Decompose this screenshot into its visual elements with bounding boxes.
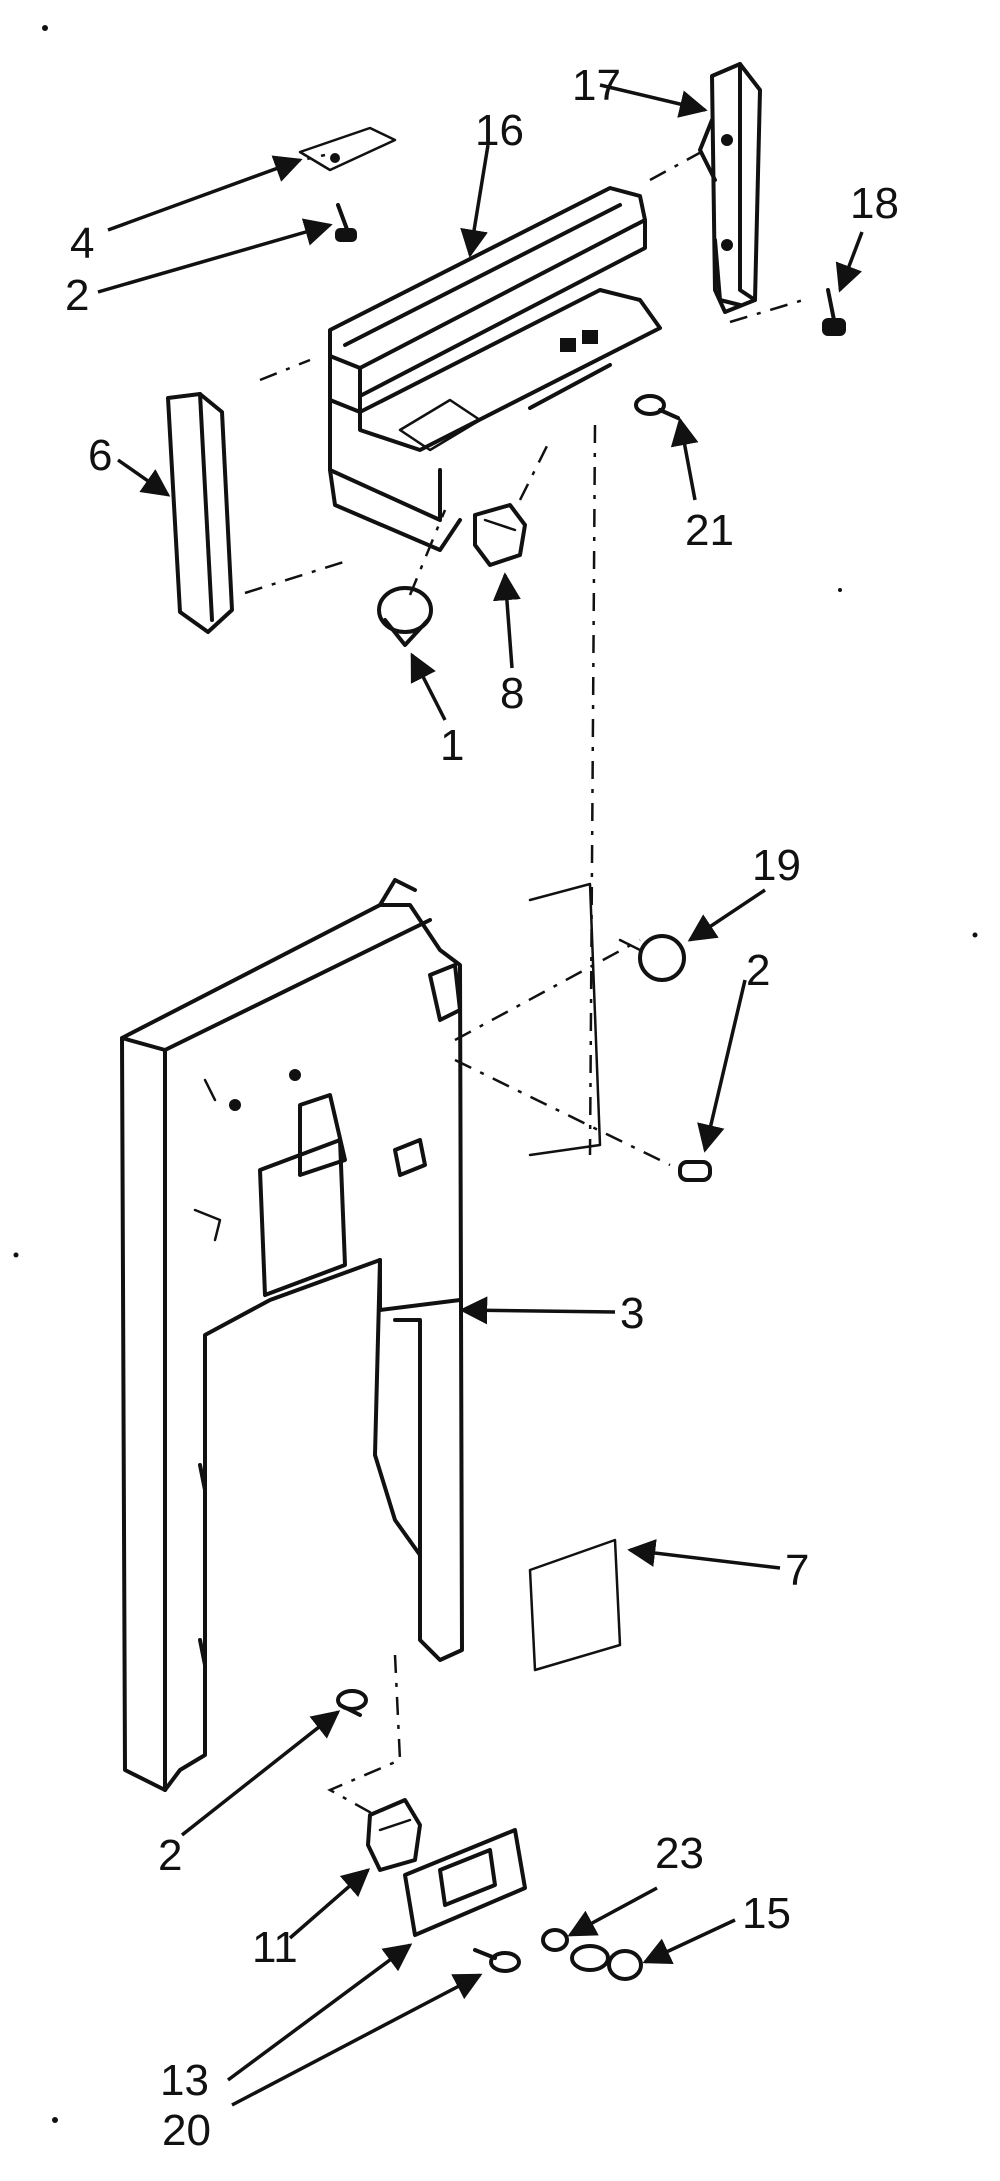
part-screw-20 (473, 1948, 521, 1973)
callout-13: 13 (160, 2056, 209, 2105)
callout-6: 6 (88, 431, 112, 480)
callout-15: 15 (742, 1889, 791, 1938)
part-screw-18 (822, 288, 846, 336)
part-mount-plate (403, 1828, 527, 1937)
callout-7: 7 (785, 1546, 809, 1595)
part-side-trim (166, 392, 234, 634)
callout-2-top: 2 (65, 271, 89, 320)
callout-18: 18 (850, 179, 899, 228)
callout-3: 3 (620, 1289, 644, 1338)
callout-8: 8 (500, 669, 524, 718)
part-label-sheet (528, 882, 602, 1157)
callout-16: 16 (475, 106, 524, 155)
part-screw-bottom (336, 1689, 368, 1717)
part-channel-bracket (328, 186, 662, 552)
callout-4: 4 (70, 219, 94, 268)
part-knob (377, 586, 433, 647)
part-round-button (618, 934, 686, 982)
part-screw-21 (634, 394, 680, 420)
part-bracket-plate (298, 126, 397, 172)
part-clip (473, 503, 527, 567)
callout-20: 20 (162, 2106, 211, 2155)
callout-19: 19 (752, 841, 801, 890)
part-label-7 (528, 1538, 622, 1672)
scan-specks (13, 25, 978, 2123)
part-screw-top (335, 203, 357, 242)
callout-2-bottom: 2 (158, 1831, 182, 1880)
callout-21: 21 (685, 506, 734, 555)
part-main-frame (120, 878, 464, 1792)
part-switch (366, 1798, 422, 1872)
part-washer (541, 1928, 569, 1952)
callout-11: 11 (252, 1923, 298, 1972)
part-knob-screw (570, 1944, 643, 1981)
callout-numbers: 1 2 2 2 3 4 6 7 8 11 13 15 16 17 18 19 2… (65, 61, 899, 2155)
callout-23: 23 (655, 1829, 704, 1878)
leader-arrows (97, 83, 864, 2107)
callout-1: 1 (440, 721, 464, 770)
callout-2-right: 2 (746, 946, 770, 995)
part-side-bracket (698, 62, 762, 314)
part-screw-right (678, 1160, 712, 1182)
callout-17: 17 (572, 61, 621, 110)
alignment-lines (244, 148, 811, 1817)
